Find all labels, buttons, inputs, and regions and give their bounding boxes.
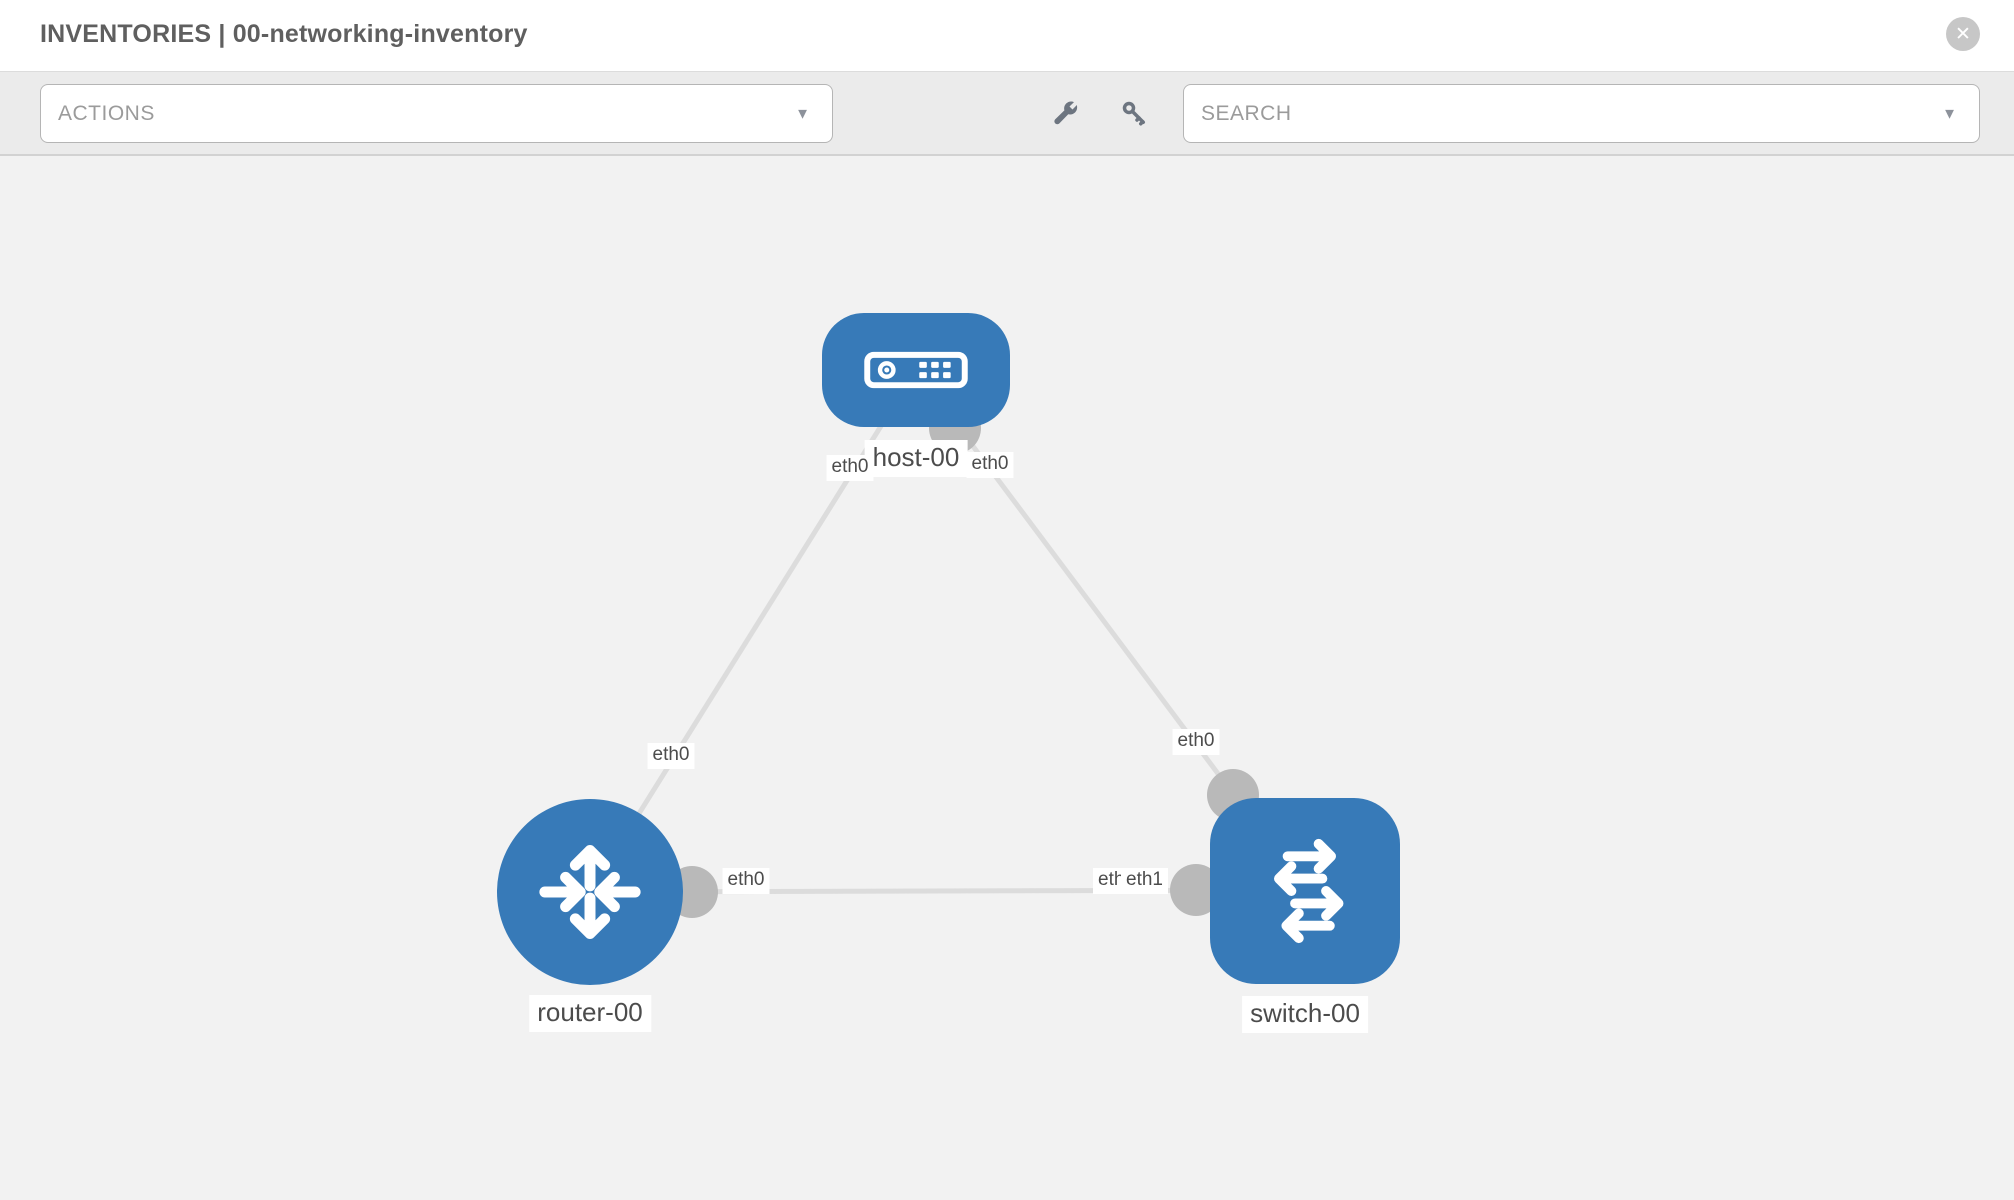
key-button[interactable] — [1117, 96, 1153, 132]
interface-label-host-to-router: eth0 — [826, 455, 874, 481]
actions-dropdown-label: ACTIONS — [58, 101, 155, 125]
node-switch-00[interactable] — [1210, 798, 1400, 984]
wrench-button[interactable] — [1047, 96, 1083, 132]
router-icon — [539, 845, 641, 939]
interface-label-host-to-switch: eth0 — [966, 452, 1014, 478]
host-icon — [864, 351, 968, 389]
interface-label-switch-to-router: eth1 — [1121, 868, 1168, 894]
toolbar: ACTIONS ▼ ▼ — [0, 72, 2014, 156]
chevron-down-icon: ▼ — [795, 105, 810, 122]
node-label-switch-00: switch-00 — [1242, 996, 1368, 1033]
node-router-00[interactable] — [497, 799, 683, 985]
interface-label-switch-to-host: eth0 — [1172, 729, 1220, 755]
search-dropdown: ▼ — [1183, 84, 1980, 143]
port-switch-eth1 — [1170, 864, 1222, 916]
node-label-host-00: host-00 — [864, 440, 968, 477]
interface-ports — [666, 402, 1259, 918]
actions-dropdown[interactable]: ACTIONS ▼ — [40, 84, 833, 143]
node-host-00[interactable] — [822, 313, 1010, 427]
chevron-down-icon: ▼ — [1942, 105, 1957, 122]
page-title: INVENTORIES | 00-networking-inventory — [40, 20, 528, 48]
page-header: INVENTORIES | 00-networking-inventory ✕ — [0, 0, 2014, 72]
node-label-router-00: router-00 — [529, 995, 651, 1032]
close-icon: ✕ — [1955, 23, 1971, 45]
topology-canvas[interactable]: host-00 router-00 switch-00 eth0 eth0 et… — [0, 156, 2014, 1198]
close-button[interactable]: ✕ — [1946, 17, 1980, 51]
search-input[interactable] — [1184, 101, 1979, 126]
wrench-icon — [1054, 101, 1078, 125]
topology-edges-layer — [587, 368, 1308, 918]
interface-label-router-to-switch: eth0 — [722, 868, 770, 894]
key-icon — [1122, 101, 1146, 126]
interface-label-router-to-host: eth0 — [647, 743, 695, 769]
switch-icon — [1274, 838, 1344, 944]
